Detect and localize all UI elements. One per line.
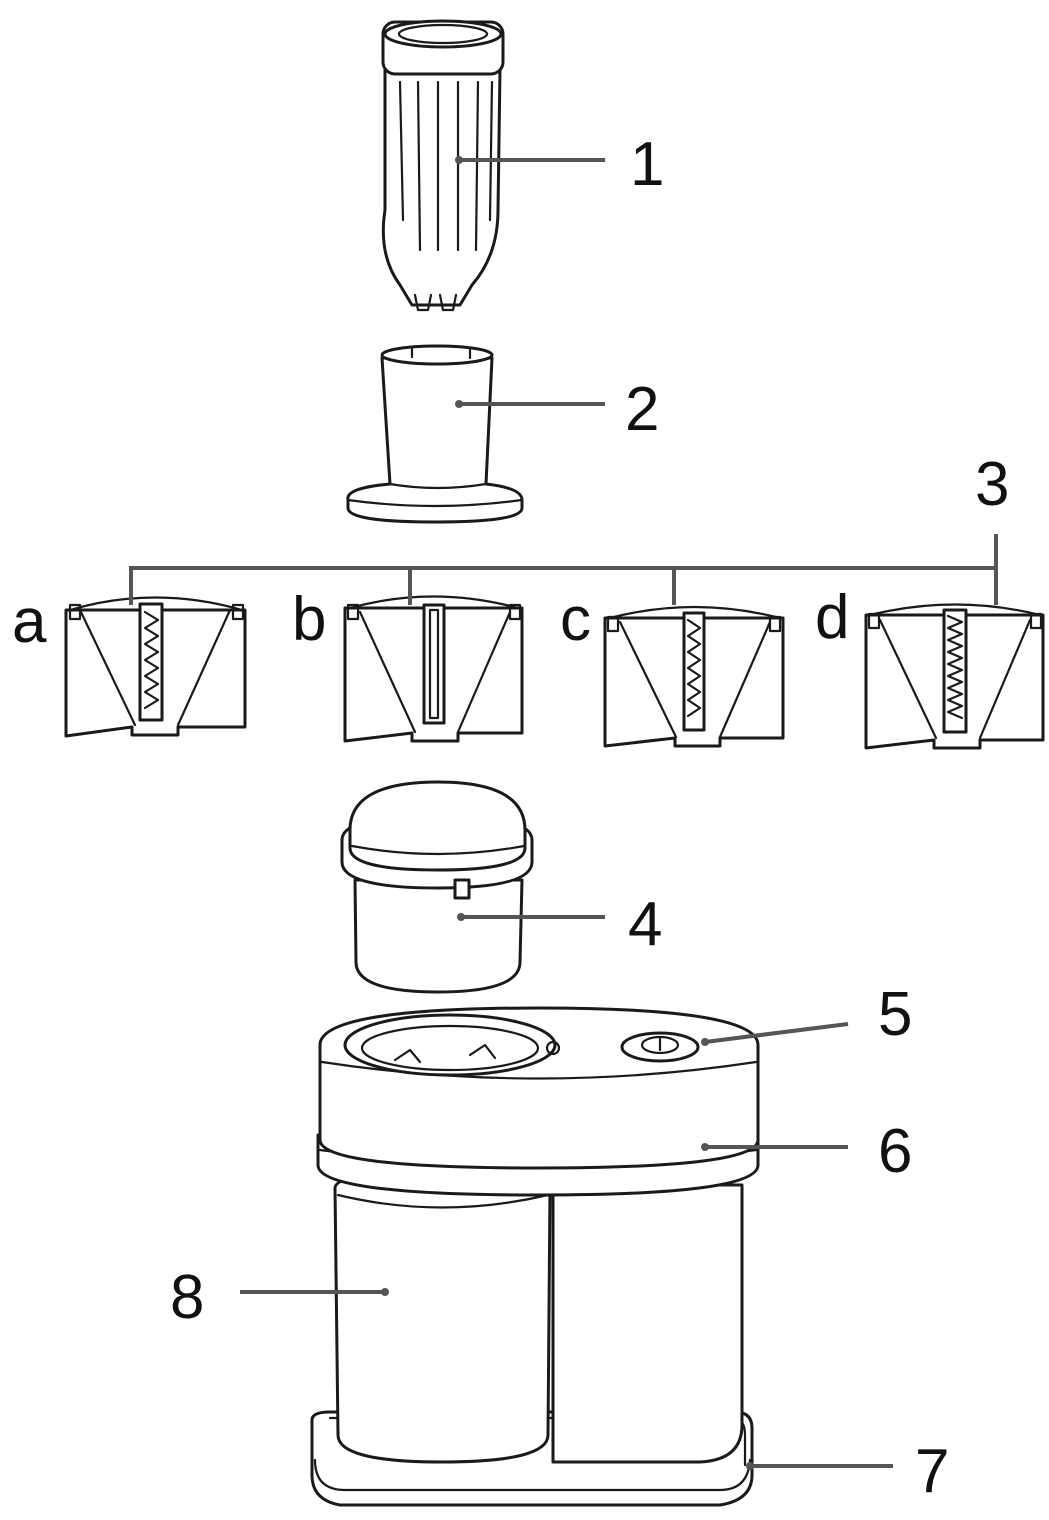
leader-lines xyxy=(240,156,893,1470)
blade-a xyxy=(64,596,247,738)
callout-1: 1 xyxy=(630,130,664,199)
blade-label-d: d xyxy=(815,583,849,652)
callout-6: 6 xyxy=(878,1117,912,1186)
part-4-chute-cup xyxy=(340,780,534,994)
blade-label-b: b xyxy=(292,585,326,654)
callout-4: 4 xyxy=(628,890,662,959)
callout-7: 7 xyxy=(915,1437,949,1506)
callout-2: 2 xyxy=(625,375,659,444)
callout-5: 5 xyxy=(878,980,912,1049)
callout-8: 8 xyxy=(170,1263,204,1332)
blade-c xyxy=(603,605,785,748)
main-body xyxy=(310,1006,760,1507)
blade-d xyxy=(864,603,1045,750)
part-8-collector-bin xyxy=(333,1170,552,1464)
blade-label-c: c xyxy=(560,585,591,654)
blade-group-bracket xyxy=(129,534,998,605)
blade-b xyxy=(343,595,524,743)
blade-label-a: a xyxy=(12,587,47,656)
part-2-feed-tube xyxy=(346,344,524,524)
callout-3: 3 xyxy=(975,450,1009,519)
part-1-pusher xyxy=(381,19,505,312)
